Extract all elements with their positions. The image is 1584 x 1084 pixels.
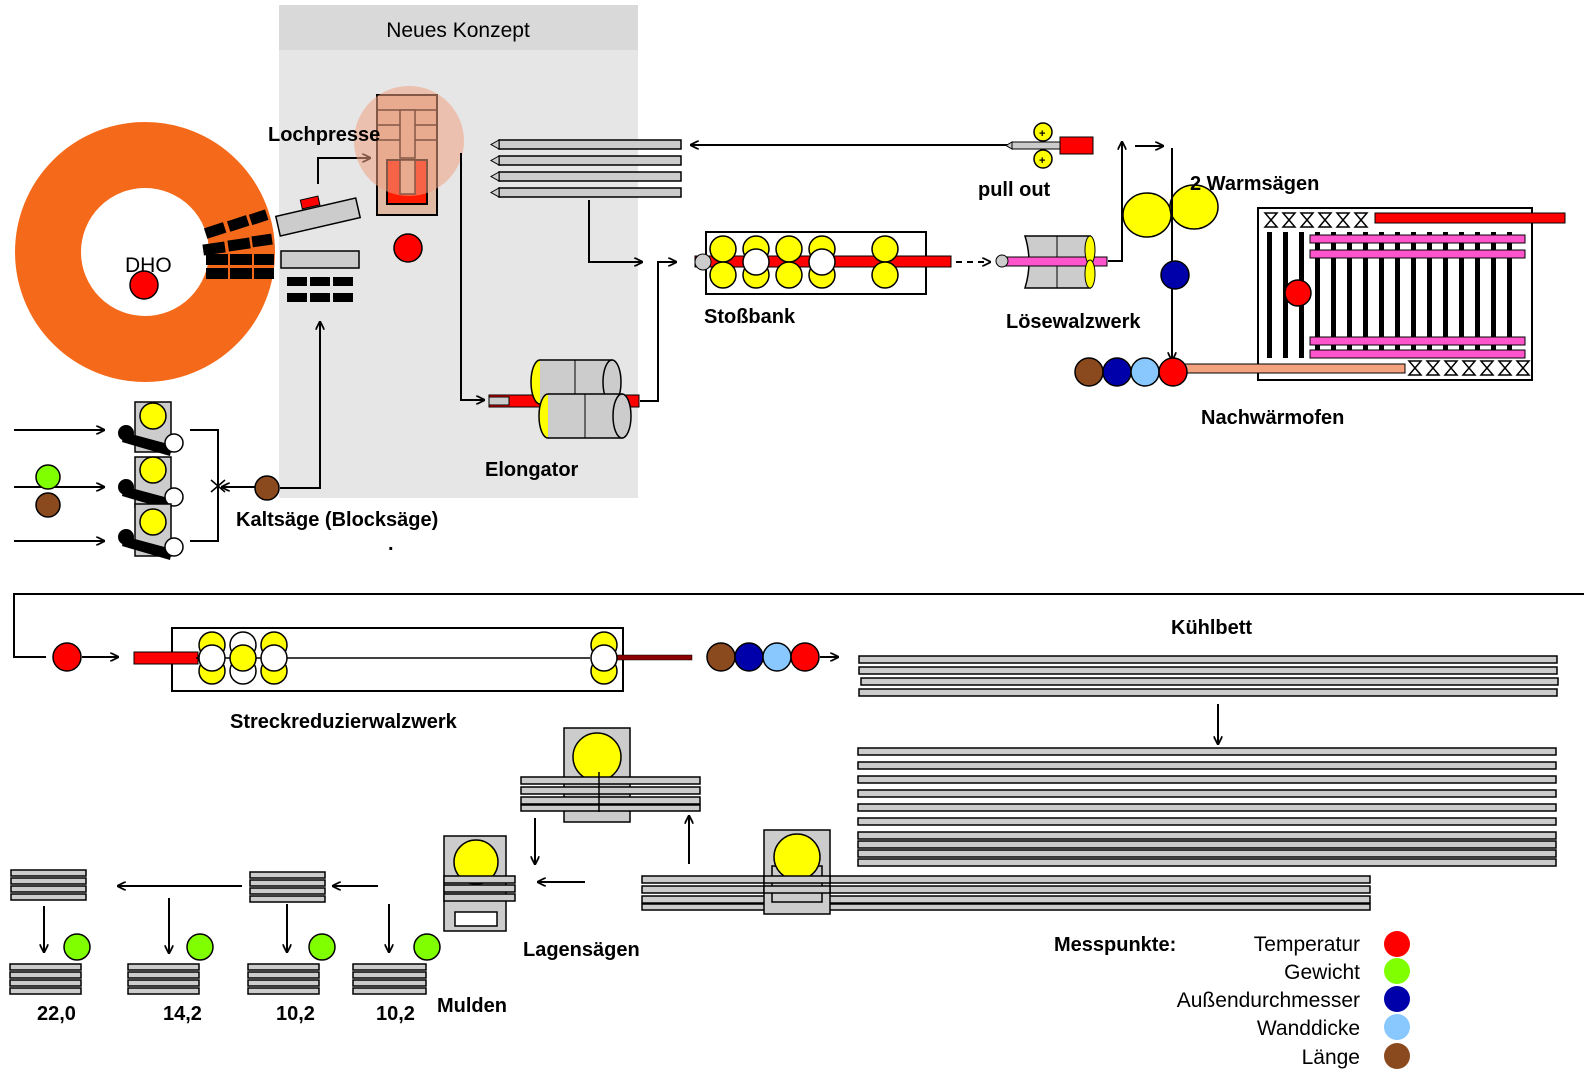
sreck-rolls	[198, 631, 618, 685]
legend-label-temperatur: Temperatur	[1254, 933, 1360, 956]
temperature-point	[52, 642, 82, 672]
dho-label: DHO	[125, 254, 172, 277]
legend-label-laenge: Länge	[1302, 1046, 1360, 1069]
temperature-point	[1284, 279, 1312, 307]
cold-saw-units	[118, 401, 184, 560]
nachwaermofen-label: Nachwärmofen	[1201, 407, 1344, 429]
mulde-3	[247, 933, 336, 995]
stossbank: Stoßbank	[694, 231, 990, 328]
dho-ring-furnace: DHO	[15, 122, 275, 382]
svg-text:+: +	[1039, 155, 1045, 167]
weight-point	[35, 464, 61, 490]
mandrel-bars	[489, 139, 1015, 262]
loesewalzwerk: Lösewalzwerk	[995, 142, 1141, 333]
lagensaegen: Lagensägen	[443, 727, 1371, 961]
measurement-cluster-top	[1074, 357, 1188, 387]
weight-point	[63, 933, 91, 961]
mulde-1	[9, 933, 91, 995]
stossbank-rolls	[709, 235, 899, 289]
mulden: 22,0 14,2 10,2 10,2 Mulden	[9, 869, 507, 1025]
lochpresse-label: Lochpresse	[268, 124, 380, 146]
furnace-hourglass-marks-top	[1263, 212, 1369, 228]
billet-supply: Kaltsäge (Blocksäge) .	[14, 322, 438, 560]
warmsaegen-label: 2 Warmsägen	[1190, 173, 1319, 195]
mulde-value-1: 22,0	[37, 1003, 76, 1025]
outer-diameter-point	[1160, 260, 1190, 290]
streckreduzierwalzwerk-label: Streckreduzierwalzwerk	[230, 711, 458, 733]
furnace-billets	[202, 209, 274, 279]
legend-swatch-temperatur	[1384, 931, 1410, 957]
warmsaegen: 2 Warmsägen	[1122, 146, 1319, 360]
legend-swatch-laenge	[1384, 1043, 1410, 1069]
neues-konzept-label: Neues Konzept	[386, 19, 530, 42]
saw-unit-left	[443, 835, 516, 932]
length-point	[254, 475, 280, 501]
lochpresse: Lochpresse	[268, 86, 484, 400]
length-point	[35, 492, 61, 518]
legend-title: Messpunkte:	[1054, 934, 1176, 956]
legend: Messpunkte: Temperatur Gewicht Außendurc…	[1054, 931, 1410, 1069]
mulde-value-2: 14,2	[163, 1003, 202, 1025]
measurement-cluster-bottom	[706, 642, 820, 672]
kuehlbett: Kühlbett	[857, 617, 1559, 867]
legend-label-aussendurchmesser: Außendurchmesser	[1177, 989, 1360, 1012]
legend-swatch-aussendurchmesser	[1384, 986, 1410, 1012]
temperature-point	[129, 270, 159, 300]
saw-unit-top	[520, 727, 701, 823]
nachwaermofen: Nachwärmofen	[1179, 207, 1566, 429]
billet-stack	[274, 158, 370, 302]
mulden-label: Mulden	[437, 995, 507, 1017]
mulde-2	[127, 933, 214, 995]
pull-out-label: pull out	[978, 179, 1051, 201]
kuehlbett-label: Kühlbett	[1171, 617, 1252, 639]
elongator-label: Elongator	[485, 459, 579, 481]
svg-text:+: +	[1039, 128, 1045, 140]
legend-label-gewicht: Gewicht	[1284, 961, 1360, 984]
saw-unit-right	[763, 829, 831, 915]
furnace-hourglass-marks-bottom	[1407, 360, 1531, 376]
mulde-4	[352, 933, 441, 995]
weight-point	[413, 933, 441, 961]
elongator: Elongator	[485, 262, 676, 481]
streckreduzierwalzwerk-section: Streckreduzierwalzwerk	[13, 593, 1584, 733]
mulde-value-3: 10,2	[276, 1003, 315, 1025]
legend-swatch-gewicht	[1384, 958, 1410, 984]
kaltsaege-dot: .	[388, 533, 394, 555]
weight-point	[308, 933, 336, 961]
stossbank-label: Stoßbank	[704, 306, 796, 328]
legend-label-wanddicke: Wanddicke	[1257, 1017, 1360, 1040]
loesewalzwerk-label: Lösewalzwerk	[1006, 311, 1141, 333]
kaltsaege-label: Kaltsäge (Blocksäge)	[236, 509, 438, 531]
temperature-point	[393, 233, 423, 263]
pull-out: + + pull out	[978, 122, 1094, 201]
lagensaegen-label: Lagensägen	[523, 939, 640, 961]
legend-swatch-wanddicke	[1384, 1014, 1410, 1040]
mulde-value-4: 10,2	[376, 1003, 415, 1025]
weight-point	[186, 933, 214, 961]
ring-furnace-shape	[15, 122, 275, 382]
